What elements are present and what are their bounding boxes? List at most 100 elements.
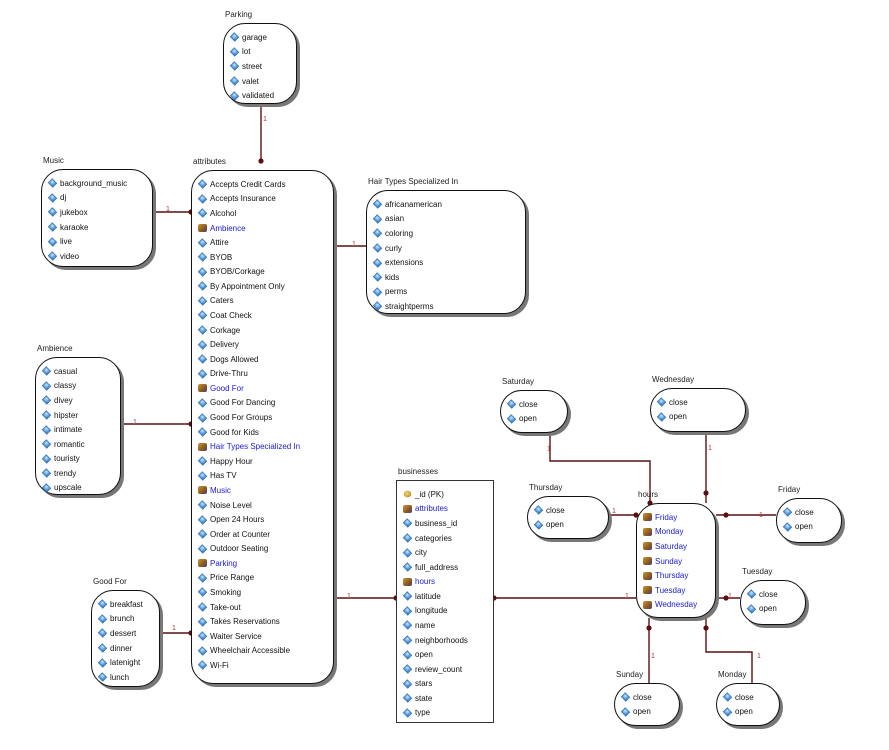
attribute-field[interactable]: Has TV [197, 469, 329, 484]
reference-field[interactable]: Wednesday [643, 597, 711, 612]
attribute-field[interactable]: latitude [402, 589, 489, 604]
attribute-field[interactable]: touristy [41, 451, 116, 466]
attribute-field[interactable]: lot [229, 45, 292, 60]
attribute-field[interactable]: type [402, 706, 489, 721]
attribute-field[interactable]: state [402, 691, 489, 706]
reference-field[interactable]: Good For [198, 381, 329, 396]
attribute-field[interactable]: open [656, 410, 741, 425]
attribute-field[interactable]: upscale [41, 481, 116, 496]
attribute-field[interactable]: Happy Hour [197, 454, 329, 469]
attribute-field[interactable]: close [506, 397, 563, 412]
attribute-field[interactable]: Accepts Insurance [197, 192, 329, 207]
attribute-field[interactable]: karaoke [47, 220, 148, 235]
attribute-field[interactable]: video [47, 249, 148, 264]
reference-field[interactable]: Saturday [643, 539, 711, 554]
attribute-field[interactable]: Wheelchair Accessible [197, 644, 329, 659]
attribute-field[interactable]: Waiter Service [197, 629, 329, 644]
attribute-field[interactable]: BYOB/Corkage [197, 264, 329, 279]
attribute-field[interactable]: coloring [372, 226, 521, 241]
attribute-field[interactable]: straightperms [372, 299, 521, 314]
attribute-field[interactable]: Price Range [197, 571, 329, 586]
attribute-field[interactable]: longitude [402, 604, 489, 619]
attribute-field[interactable]: Corkage [197, 323, 329, 338]
attribute-field[interactable]: neighborhoods [402, 633, 489, 648]
attribute-field[interactable]: valet [229, 74, 292, 89]
attribute-field[interactable]: Coat Check [197, 308, 329, 323]
attribute-field[interactable]: Takes Reservations [197, 614, 329, 629]
attribute-field[interactable]: open [402, 647, 489, 662]
reference-field[interactable]: attributes [403, 502, 489, 517]
attribute-field[interactable]: open [620, 705, 675, 720]
attribute-field[interactable]: name [402, 618, 489, 633]
attribute-field[interactable]: open [782, 520, 837, 535]
attribute-field[interactable]: extensions [372, 255, 521, 270]
attribute-field[interactable]: classy [41, 379, 116, 394]
attribute-field[interactable]: Take-out [197, 600, 329, 615]
reference-field[interactable]: Friday [643, 510, 711, 525]
reference-field[interactable]: Thursday [643, 568, 711, 583]
reference-field[interactable]: Hair Types Specialized In [198, 439, 329, 454]
attribute-field[interactable]: close [533, 503, 604, 518]
reference-field[interactable]: Music [198, 483, 329, 498]
attribute-field[interactable]: Outdoor Seating [197, 541, 329, 556]
attribute-field[interactable]: romantic [41, 437, 116, 452]
reference-field[interactable]: Tuesday [643, 583, 711, 598]
attribute-field[interactable]: close [722, 690, 775, 705]
attribute-field[interactable]: africanamerican [372, 197, 521, 212]
attribute-field[interactable]: Attire [197, 235, 329, 250]
attribute-field[interactable]: open [533, 518, 604, 533]
attribute-field[interactable]: divey [41, 393, 116, 408]
attribute-field[interactable]: By Appointment Only [197, 279, 329, 294]
attribute-field[interactable]: perms [372, 284, 521, 299]
entity-hair-types[interactable]: Hair Types Specialized In africanamerica… [366, 177, 526, 314]
attribute-field[interactable]: Good For Dancing [197, 396, 329, 411]
attribute-field[interactable]: background_music [47, 176, 148, 191]
attribute-field[interactable]: live [47, 234, 148, 249]
attribute-field[interactable]: Good For Groups [197, 410, 329, 425]
attribute-field[interactable]: trendy [41, 466, 116, 481]
attribute-field[interactable]: close [620, 690, 675, 705]
attribute-field[interactable]: close [746, 587, 801, 602]
attribute-field[interactable]: street [229, 59, 292, 74]
attribute-field[interactable]: stars [402, 677, 489, 692]
reference-field[interactable]: Monday [643, 525, 711, 540]
attribute-field[interactable]: close [782, 505, 837, 520]
attribute-field[interactable]: garage [229, 30, 292, 45]
attribute-field[interactable]: intimate [41, 422, 116, 437]
reference-field[interactable]: hours [403, 574, 489, 589]
attribute-field[interactable]: Good for Kids [197, 425, 329, 440]
attribute-field[interactable]: BYOB [197, 250, 329, 265]
attribute-field[interactable]: validated [229, 88, 292, 103]
attribute-field[interactable]: brunch [97, 612, 155, 627]
attribute-field[interactable]: open [722, 705, 775, 720]
reference-field[interactable]: Parking [198, 556, 329, 571]
attribute-field[interactable]: city [402, 545, 489, 560]
attribute-field[interactable]: Delivery [197, 337, 329, 352]
attribute-field[interactable]: breakfast [97, 597, 155, 612]
attribute-field[interactable]: casual [41, 364, 116, 379]
attribute-field[interactable]: categories [402, 531, 489, 546]
attribute-field[interactable]: jukebox [47, 205, 148, 220]
attribute-field[interactable]: asian [372, 212, 521, 227]
attribute-field[interactable]: Wi-Fi [197, 658, 329, 673]
attribute-field[interactable]: dessert [97, 626, 155, 641]
attribute-field[interactable]: Caters [197, 294, 329, 309]
attribute-field[interactable]: open [506, 412, 563, 427]
reference-field[interactable]: Sunday [643, 554, 711, 569]
attribute-field[interactable]: Accepts Credit Cards [197, 177, 329, 192]
attribute-field[interactable]: Order at Counter [197, 527, 329, 542]
attribute-field[interactable]: close [656, 395, 741, 410]
